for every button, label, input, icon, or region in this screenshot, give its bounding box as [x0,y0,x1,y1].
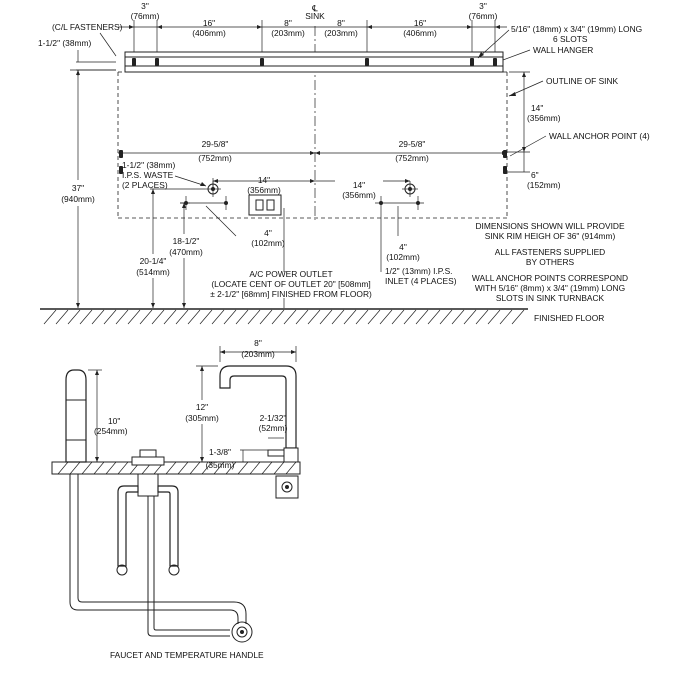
countertop [51,461,301,475]
inlet-callout-line-1: 1/2" (13mm) I.P.S. [385,266,453,276]
cl-fasteners-label: (C/L FASTENERS) [52,22,123,32]
note-line-6: WITH 5/16" (8mm) x 3/4" (19mm) LONG [475,283,625,293]
notes-block: DIMENSIONS SHOWN WILL PROVIDE SINK RIM H… [472,221,628,303]
sensor-spout [65,369,87,463]
note-line-5: WALL ANCHOR POINTS CORRESPOND [472,273,628,283]
dim-top-c-mm: (203mm) [271,28,305,38]
dim-top-e: 16" [414,18,426,28]
inlet-points [180,196,424,210]
dim-inlet-4-mm: (102mm) [386,252,420,262]
dim-faucet-8-mm: (203mm) [241,349,275,359]
dim-top-b-mm: (406mm) [192,28,226,38]
dim-outlet-14: 14" [258,175,270,185]
waste-connection-right [402,181,418,197]
dim-inlet-14: 14" [353,180,365,190]
top-dimension-chain [118,20,507,220]
dim-inlet-14-mm: (356mm) [342,190,376,200]
dim-faucet-12: 12" [196,402,208,412]
dim-height-18: 18-1/2" [173,236,200,246]
dim-half-right-mm: (752mm) [395,153,429,163]
dim-top-d-mm: (203mm) [324,28,358,38]
waste-callout-line-3: (2 PLACES) [122,180,168,190]
dim-waste-4: 4" [264,228,272,238]
dim-half-right: 29-5/8" [399,139,426,149]
dim-right-6: 6" [531,170,539,180]
dim-half-left-mm: (752mm) [198,153,232,163]
hanger-slots [132,58,497,66]
power-outlet [248,194,282,216]
note-line-3: ALL FASTENERS SUPPLIED [495,247,605,257]
thermostatic-valve [231,621,253,643]
dim-waste-4-mm: (102mm) [251,238,285,248]
dim-height-20: 20-1/4" [140,256,167,266]
dim-outlet-14-mm: (356mm) [247,185,281,195]
dim-faucet-10: 10" [108,416,120,426]
outlet-callout-line-1: A/C POWER OUTLET [249,269,332,279]
dim-top-b: 16" [203,18,215,28]
inlet-callout-line-2: INLET (4 PLACES) [385,276,457,286]
finished-floor [40,308,528,325]
dim-faucet-12-mm: (305mm) [185,413,219,423]
supply-lines [69,474,247,637]
dim-right-6-mm: (152mm) [527,180,561,190]
note-line-4: BY OTHERS [526,257,575,267]
dim-faucet-1: 1-3/8" [209,447,231,457]
note-line-2: SINK RIM HEIGH OF 36" (914mm) [485,231,616,241]
dim-top-f-mm: (76mm) [469,11,498,21]
sink-outline [117,71,508,219]
dim-faucet-10-mm: (254mm) [94,426,128,436]
sink-centerline-symbol: ℄ [311,3,318,13]
outlet-callout-line-3: ± 2-1/2" [68mm] FINISHED FROM FLOOR) [210,289,372,299]
dim-top-e-mm: (406mm) [403,28,437,38]
note-line-1: DIMENSIONS SHOWN WILL PROVIDE [475,221,624,231]
dim-faucet-2-mm: (52mm) [259,423,288,433]
dim-faucet-8: 8" [254,338,262,348]
dim-top-c: 8" [284,18,292,28]
dim-top-f: 3" [479,1,487,11]
dim-height-18-mm: (470mm) [169,247,203,257]
dim-overall-height-mm: (940mm) [61,194,95,204]
dim-faucet-2: 2-1/32" [260,413,287,423]
mixing-valve [116,449,180,610]
dim-top-a-mm: (76mm) [131,11,160,21]
dim-right-14-mm: (356mm) [527,113,561,123]
faucet-caption: FAUCET AND TEMPERATURE HANDLE [110,650,264,660]
dim-half-left: 29-5/8" [202,139,229,149]
anchor-callout: WALL ANCHOR POINT (4) [549,131,650,141]
dim-top-d: 8" [337,18,345,28]
outlet-callout-line-2: (LOCATE CENT OF OUTLET 20" [508mm] [211,279,370,289]
dim-left-a: 1-1/2" (38mm) [38,38,91,48]
note-line-7: SLOTS IN SINK TURNBACK [496,293,605,303]
dim-top-a: 3" [141,1,149,11]
wall-hanger-callout: WALL HANGER [533,45,593,55]
finished-floor-label: FINISHED FLOOR [534,313,604,323]
slots-callout-line-1: 5/16" (18mm) x 3/4" (19mm) LONG [511,24,642,34]
dim-height-20-mm: (514mm) [136,267,170,277]
slots-callout-line-2: 6 SLOTS [553,34,588,44]
waste-callout-line-1: 1-1/2" (38mm) [122,160,175,170]
waste-callout-line-2: I.P.S. WASTE [122,170,174,180]
gooseneck-faucet [219,365,299,499]
dim-inlet-4: 4" [399,242,407,252]
dim-faucet-1-mm: (35mm) [206,460,235,470]
wall-hanger-rail [124,51,504,73]
outline-callout: OUTLINE OF SINK [546,76,619,86]
dim-overall-height: 37" [72,183,84,193]
dim-right-14: 14" [531,103,543,113]
sink-centerline-label: SINK [305,11,325,21]
